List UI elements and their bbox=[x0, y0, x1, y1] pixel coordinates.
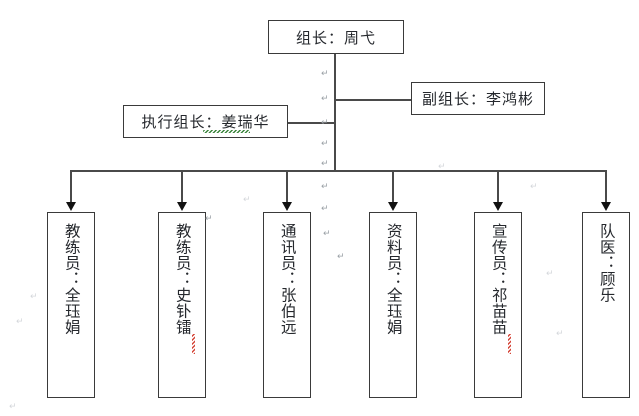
node-publicist[interactable]: 宣传员：祁苗苗 bbox=[474, 212, 522, 398]
return-mark: ↵ bbox=[321, 94, 329, 104]
node-leader[interactable]: 组长：周弋 bbox=[268, 20, 404, 54]
node-archivist[interactable]: 资料员：全珏娟 bbox=[369, 212, 417, 398]
return-mark: ↵ bbox=[438, 162, 446, 172]
arrowhead-liaison bbox=[281, 202, 292, 211]
return-mark: ↵ bbox=[546, 269, 554, 279]
arrowhead-coach1 bbox=[65, 202, 76, 211]
arrowhead-archivist bbox=[387, 202, 398, 211]
return-mark: ↵ bbox=[337, 252, 345, 262]
spelling-underline-publicist bbox=[508, 334, 511, 354]
connector-to-deputy bbox=[334, 99, 412, 101]
node-deputy[interactable]: 副组长：李鸿彬 bbox=[411, 82, 545, 115]
node-coach1-label: 教练员：全珏娟 bbox=[62, 223, 80, 335]
connector-bus-horizontal bbox=[70, 170, 606, 172]
node-liaison-label: 通讯员：张伯远 bbox=[278, 223, 296, 335]
node-archivist-label: 资料员：全珏娟 bbox=[384, 223, 402, 335]
arrowhead-coach2 bbox=[176, 202, 187, 211]
return-mark: ↵ bbox=[530, 182, 538, 192]
connector-drop-liaison bbox=[286, 170, 288, 204]
return-mark: ↵ bbox=[205, 214, 213, 224]
return-mark: ↵ bbox=[9, 402, 17, 412]
connector-drop-coach1 bbox=[70, 170, 72, 204]
node-leader-label: 组长：周弋 bbox=[295, 30, 376, 47]
connector-trunk-vertical bbox=[334, 54, 336, 171]
node-coach2[interactable]: 教练员：史钋镭 bbox=[158, 212, 206, 398]
spelling-underline-coach2 bbox=[192, 334, 195, 354]
node-publicist-label: 宣传员：祁苗苗 bbox=[489, 223, 507, 335]
arrowhead-doctor bbox=[600, 202, 611, 211]
return-mark: ↵ bbox=[321, 69, 329, 79]
connector-to-executive bbox=[288, 122, 335, 124]
connector-drop-doctor bbox=[605, 170, 607, 204]
return-mark: ↵ bbox=[321, 139, 329, 149]
return-mark: ↵ bbox=[321, 159, 329, 169]
return-mark: ↵ bbox=[30, 292, 38, 302]
return-mark: ↵ bbox=[16, 317, 24, 327]
return-mark: ↵ bbox=[243, 195, 251, 205]
node-executive[interactable]: 执行组长：姜瑞华 bbox=[123, 105, 288, 138]
return-mark: ↵ bbox=[323, 229, 331, 239]
connector-drop-coach2 bbox=[181, 170, 183, 204]
return-mark: ↵ bbox=[321, 204, 329, 214]
node-executive-label: 执行组长：姜瑞华 bbox=[141, 115, 270, 131]
grammar-underline-executive bbox=[203, 130, 250, 133]
node-doctor[interactable]: 队医：顾乐 bbox=[582, 212, 630, 398]
node-deputy-label: 副组长：李鸿彬 bbox=[421, 92, 534, 108]
return-mark: ↵ bbox=[321, 182, 329, 192]
connector-drop-archivist bbox=[392, 170, 394, 204]
node-doctor-label: 队医：顾乐 bbox=[597, 223, 615, 303]
node-coach1[interactable]: 教练员：全珏娟 bbox=[47, 212, 95, 398]
node-coach2-label: 教练员：史钋镭 bbox=[173, 223, 191, 335]
return-mark: ↵ bbox=[321, 118, 329, 128]
node-liaison[interactable]: 通讯员：张伯远 bbox=[263, 212, 311, 398]
connector-drop-publicist bbox=[497, 170, 499, 204]
arrowhead-publicist bbox=[492, 202, 503, 211]
return-mark: ↵ bbox=[556, 329, 564, 339]
